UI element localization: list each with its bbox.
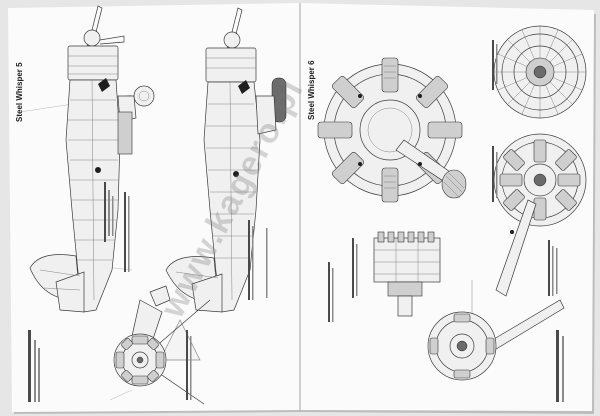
right-page-content: Steel Whisper 6 — [307, 25, 587, 402]
engine-top-view-detail — [328, 231, 441, 322]
left-page-content: Steel Whisper 5 — [15, 5, 287, 405]
engine-front-view — [492, 25, 587, 119]
fighter-side-view-outline — [165, 7, 287, 313]
right-page-header: Steel Whisper 6 — [307, 60, 316, 120]
radial-engine-perspective — [317, 57, 467, 203]
fighter-side-view-detailed — [29, 5, 155, 313]
propeller-hub-front-view-right — [427, 199, 565, 381]
left-bottom-caption — [28, 330, 40, 402]
left-page-header: Steel Whisper 5 — [15, 62, 24, 122]
engine-rear-view — [492, 133, 587, 227]
